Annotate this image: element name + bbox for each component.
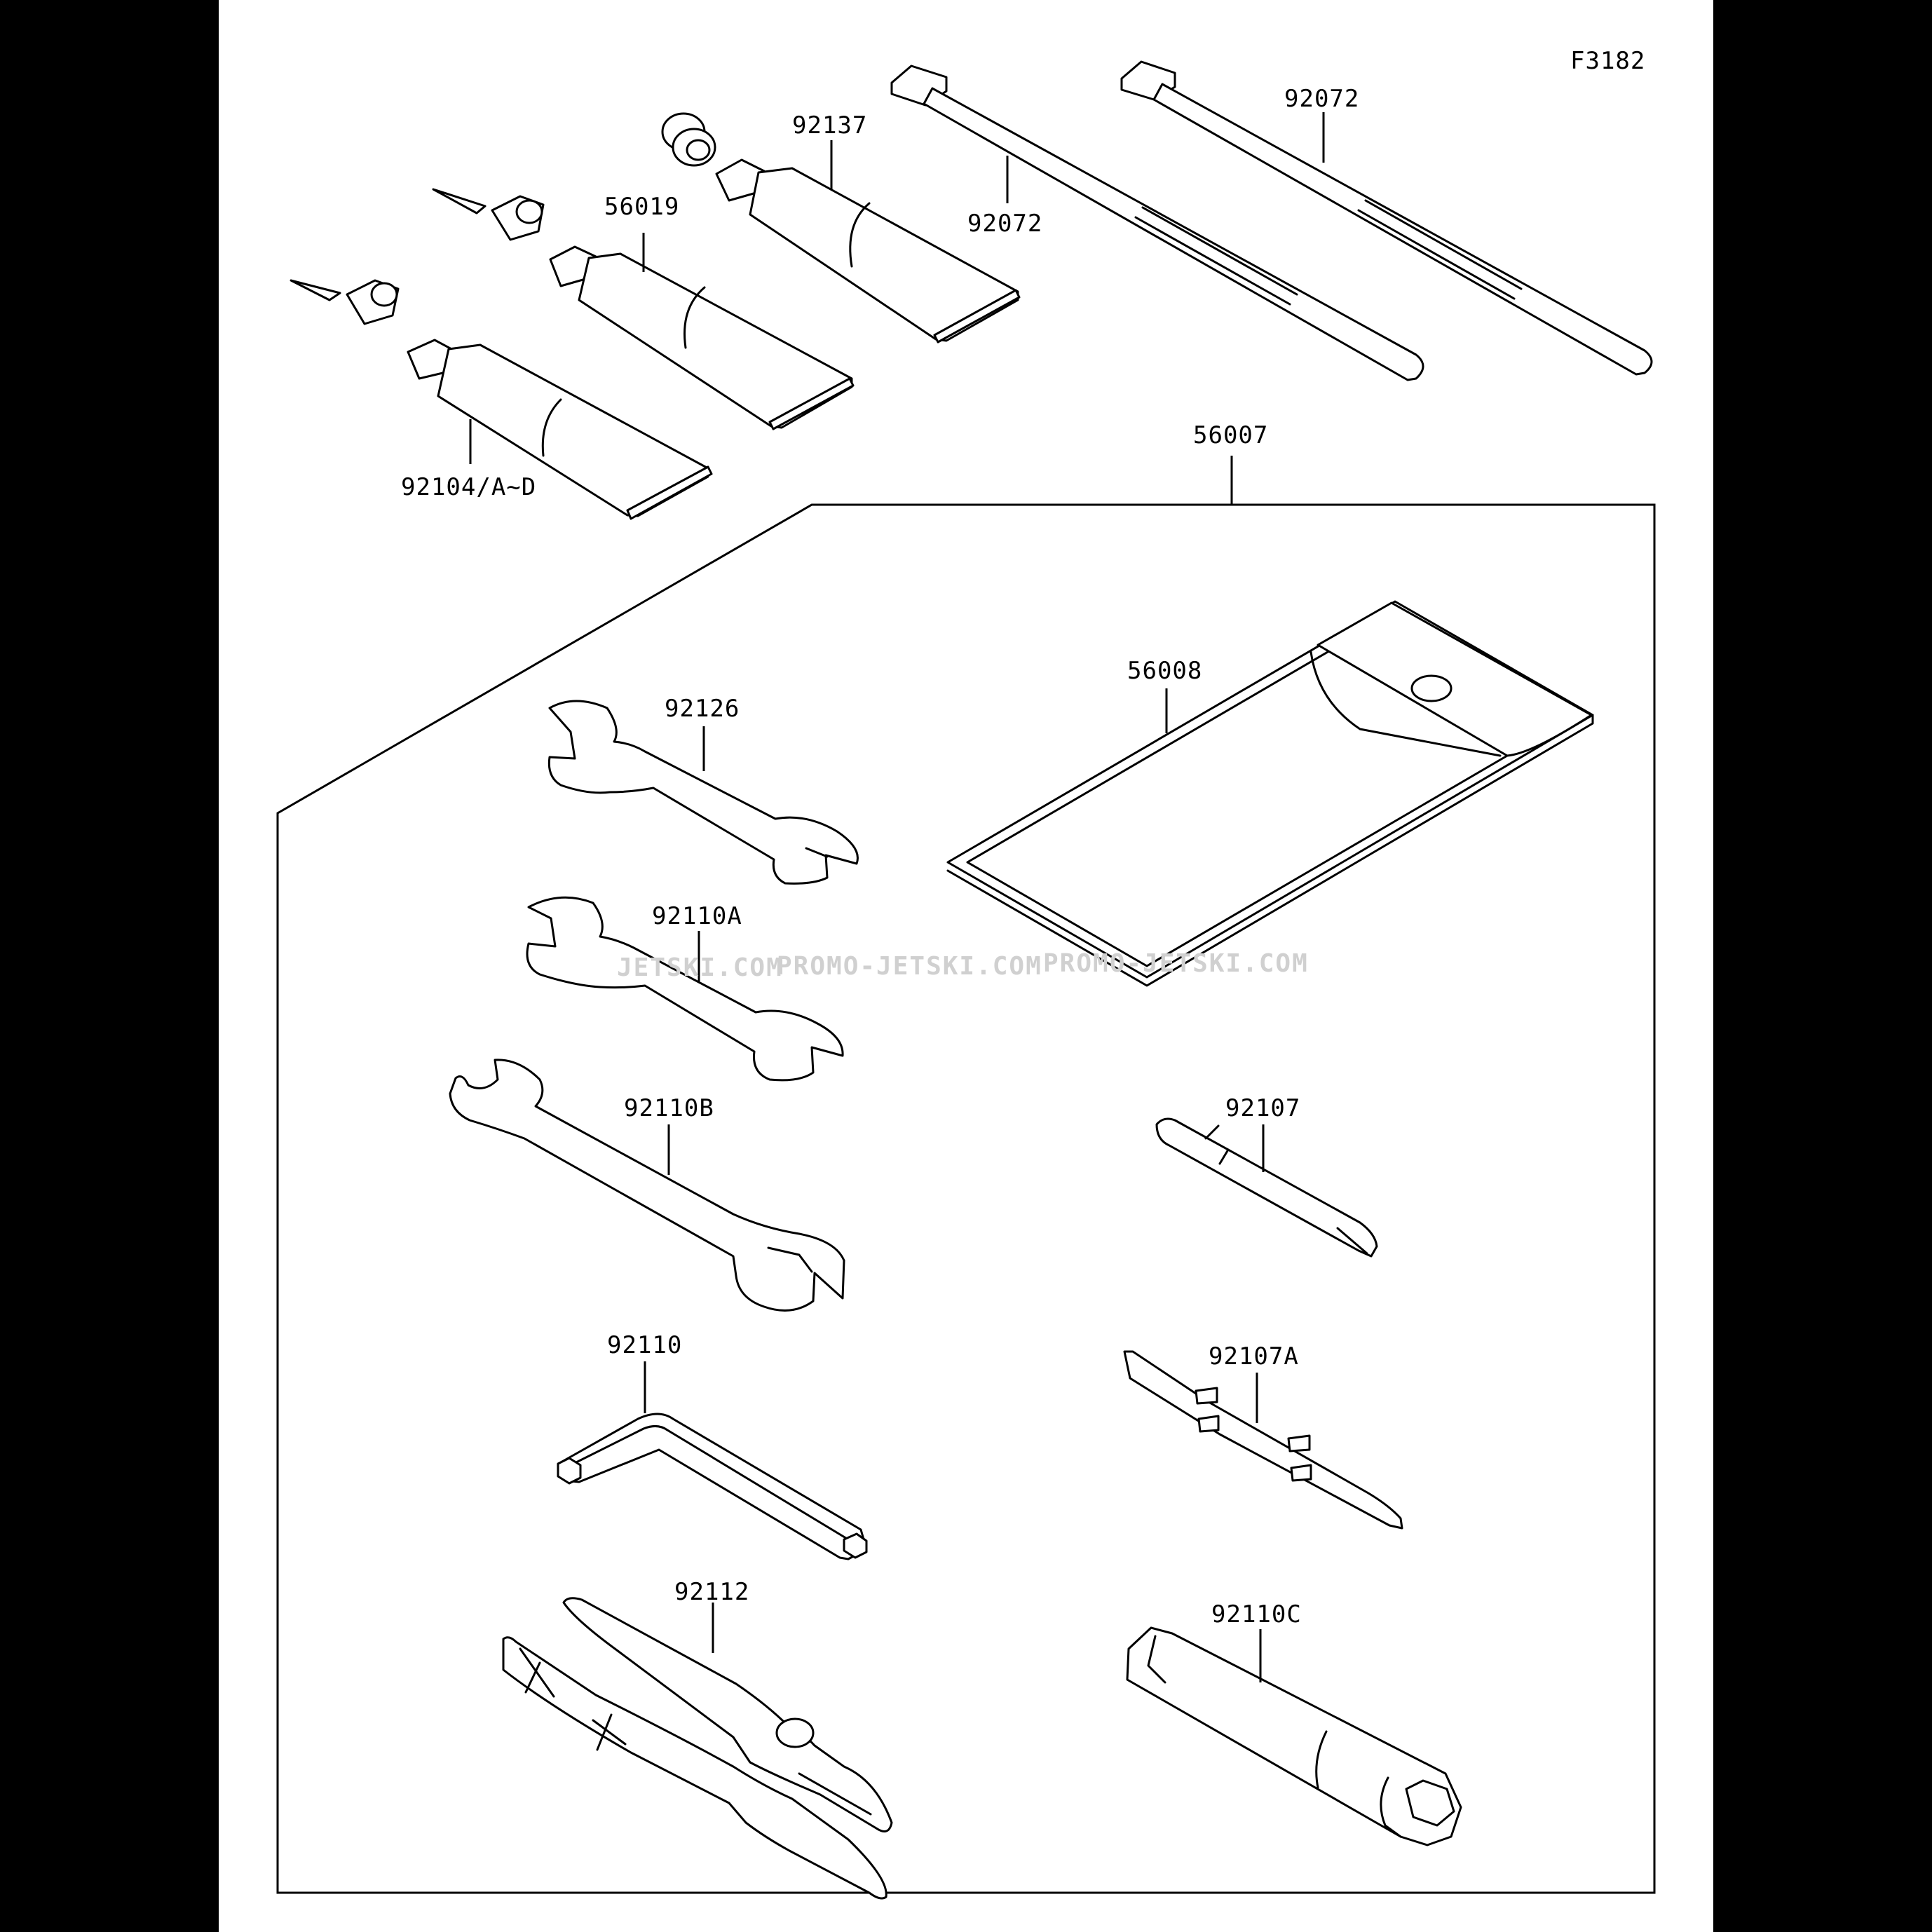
watermark-center: PROMO-JETSKI.COM (777, 952, 1042, 981)
cable-tie-92072-left[interactable] (890, 64, 1424, 381)
label-92110: 92110 (607, 1331, 682, 1359)
label-92110B: 92110B (624, 1094, 714, 1122)
label-92107A: 92107A (1209, 1342, 1299, 1370)
label-92126: 92126 (665, 695, 740, 723)
screwdriver-92107[interactable] (1155, 1117, 1378, 1258)
label-92137: 92137 (792, 111, 867, 140)
watermark-right: PROMO-JETSKI.COM (1043, 949, 1309, 978)
wrench-92110B[interactable] (449, 1059, 845, 1312)
label-92112: 92112 (674, 1578, 749, 1606)
tool-bag-56008[interactable] (946, 600, 1594, 987)
label-56008: 56008 (1127, 657, 1202, 685)
tool-kit-outline-56007 (276, 503, 1656, 1894)
diagram-code: F3182 (1570, 47, 1645, 75)
cable-tie-92072-right[interactable] (1120, 60, 1653, 376)
pliers-92112[interactable] (502, 1597, 893, 1900)
label-92110C: 92110C (1211, 1600, 1302, 1628)
label-56007: 56007 (1193, 421, 1268, 449)
label-92072-right: 92072 (1284, 85, 1359, 113)
wrench-92110A[interactable] (526, 896, 844, 1082)
label-92107: 92107 (1225, 1094, 1300, 1122)
label-92104: 92104/A~D (401, 473, 536, 501)
box-wrench-92110C[interactable] (1126, 1626, 1462, 1846)
wrench-92126[interactable] (547, 700, 859, 885)
tube-56019[interactable] (432, 188, 855, 430)
screwdriver-92107A[interactable] (1123, 1350, 1403, 1530)
watermark-left: JETSKI.COM (617, 953, 783, 982)
label-92110A: 92110A (652, 902, 742, 930)
hex-key-92110[interactable] (557, 1413, 868, 1560)
label-56019: 56019 (604, 193, 679, 221)
label-92072-left: 92072 (967, 210, 1042, 238)
tube-92104[interactable] (290, 279, 713, 520)
tube-92137[interactable] (661, 112, 1021, 343)
